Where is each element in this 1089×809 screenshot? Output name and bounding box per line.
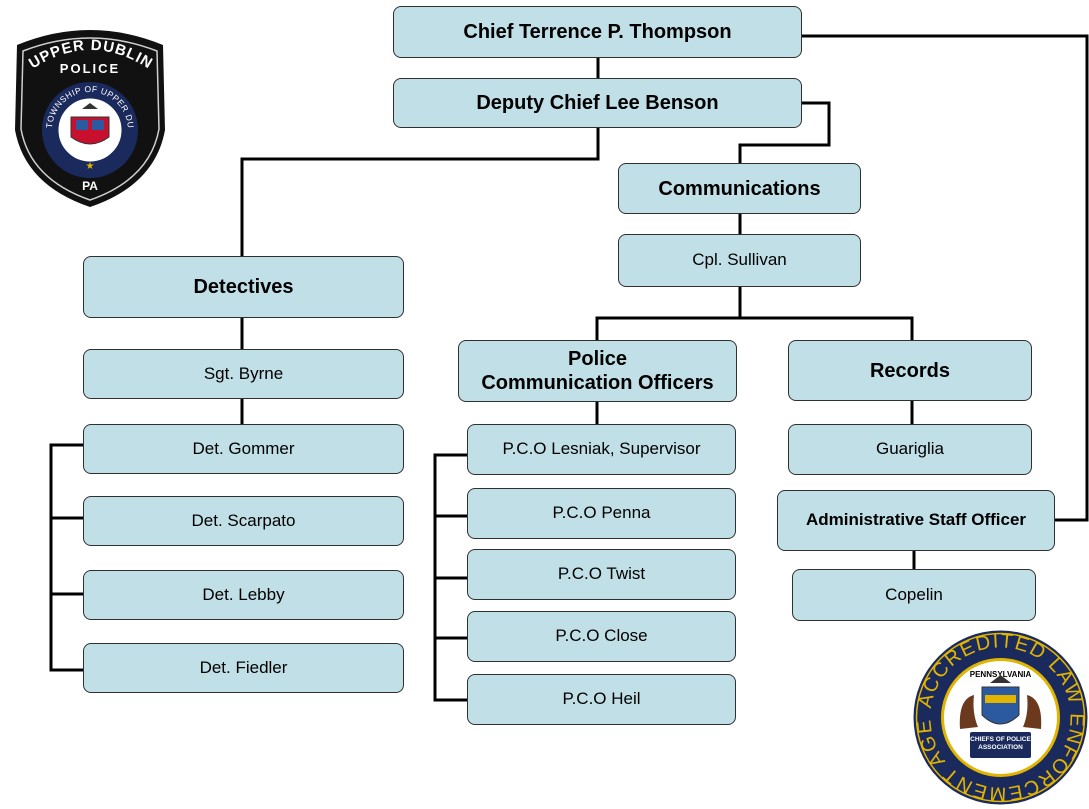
- communications-label: Communications: [658, 177, 821, 200]
- det-fiedler-box: Det. Fiedler: [83, 643, 404, 693]
- pco-heil-name: P.C.O Heil: [562, 689, 641, 709]
- pco-lesniak-name: P.C.O Lesniak, Supervisor: [502, 439, 701, 459]
- seal-shield-icon: [981, 686, 1020, 725]
- badge-star-icon: ★: [86, 161, 95, 172]
- badge-sub-text: POLICE: [60, 61, 120, 76]
- communications-box: Communications: [618, 163, 861, 214]
- copelin-box: Copelin: [792, 569, 1036, 621]
- det-gommer-box: Det. Gommer: [83, 424, 404, 474]
- det-scarpato-name: Det. Scarpato: [191, 510, 296, 530]
- det-fiedler-name: Det. Fiedler: [199, 657, 288, 677]
- det-lebby-box: Det. Lebby: [83, 570, 404, 620]
- guariglia-name: Guariglia: [875, 439, 945, 459]
- seal-eagle-icon: [990, 675, 1011, 683]
- sgt-byrne-name: Sgt. Byrne: [203, 363, 284, 383]
- admin-staff-officer-label: Administrative Staff Officer: [805, 510, 1027, 530]
- badge-eagle-icon: [82, 103, 98, 109]
- deputy-chief-name: Deputy Chief Lee Benson: [476, 92, 719, 114]
- connector-cpl-records: [740, 316, 914, 340]
- accreditation-seal: ACCREDITED LAW ENFORCEMENT AGENCY PENNSY…: [912, 629, 1088, 805]
- records-label: Records: [869, 359, 951, 382]
- detectives-label: Detectives: [193, 276, 294, 298]
- pco-penna-box: P.C.O Penna: [467, 488, 736, 539]
- pco-header-label: Police Communication Officers: [481, 348, 714, 394]
- sgt-byrne-box: Sgt. Byrne: [83, 349, 404, 399]
- seal-bottom-text: CHIEFS OF POLICE ASSOCIATION: [970, 736, 1031, 752]
- det-gommer-name: Det. Gommer: [192, 438, 295, 458]
- chief-name: Chief Terrence P. Thompson: [463, 21, 732, 43]
- seal-horse-right-icon: [1023, 695, 1042, 729]
- upper-dublin-police-badge: UPPER DUBLIN POLICE THE TOWNSHIP OF UPPE…: [5, 25, 165, 207]
- pco-close-box: P.C.O Close: [467, 611, 736, 662]
- pco-penna-name: P.C.O Penna: [552, 503, 651, 523]
- cpl-sullivan-name: Cpl. Sullivan: [692, 250, 787, 270]
- detectives-bracket: [49, 443, 83, 672]
- chief-box: Chief Terrence P. Thompson: [393, 6, 802, 58]
- connector-deputy-communications: [738, 101, 831, 163]
- connector-chief-admin: [802, 34, 1089, 522]
- pco-twist-name: P.C.O Twist: [557, 564, 646, 584]
- deputy-chief-box: Deputy Chief Lee Benson: [393, 78, 802, 128]
- pco-heil-box: P.C.O Heil: [467, 674, 736, 725]
- seal-horse-left-icon: [959, 695, 978, 729]
- records-box: Records: [788, 340, 1032, 401]
- pco-twist-box: P.C.O Twist: [467, 549, 736, 600]
- seal-top-text: PENNSYLVANIA: [970, 670, 1032, 679]
- connector-deputy-detectives: [240, 128, 600, 256]
- admin-staff-officer-box: Administrative Staff Officer: [777, 490, 1055, 551]
- guariglia-box: Guariglia: [788, 424, 1032, 475]
- pco-header-box: Police Communication Officers: [458, 340, 737, 402]
- pco-lesniak-box: P.C.O Lesniak, Supervisor: [467, 424, 736, 475]
- connector-cpl-pco: [595, 287, 742, 340]
- pco-close-name: P.C.O Close: [555, 626, 648, 646]
- det-scarpato-box: Det. Scarpato: [83, 496, 404, 546]
- badge-bottom-text: PA: [82, 179, 98, 193]
- cpl-sullivan-box: Cpl. Sullivan: [618, 234, 861, 287]
- det-lebby-name: Det. Lebby: [202, 584, 285, 604]
- detectives-box: Detectives: [83, 256, 404, 318]
- copelin-name: Copelin: [885, 584, 943, 604]
